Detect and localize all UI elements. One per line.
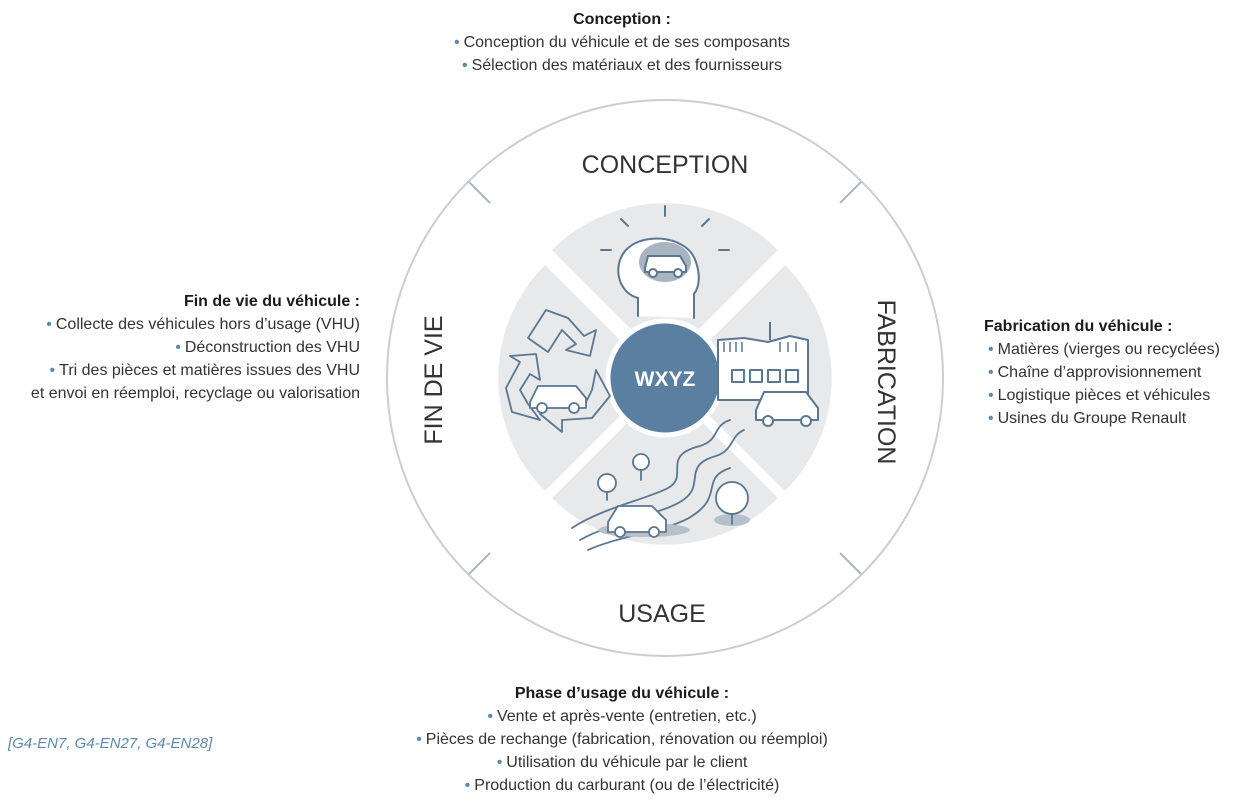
- list-item: •Production du carburant (ou de l’électr…: [464, 777, 780, 794]
- reference-note: [G4-EN7, G4-EN27, G4-EN28]: [8, 735, 213, 752]
- list-item: •Pièces de rechange (fabrication, rénova…: [416, 731, 828, 748]
- list-item: •Tri des pièces et matières issues des V…: [49, 362, 360, 379]
- conception-title: Conception :: [573, 11, 671, 28]
- list-item: •Matières (vierges ou recyclées): [988, 341, 1220, 358]
- ring-label-right: FABRICATION: [872, 300, 900, 465]
- bullet-icon: •: [988, 387, 994, 404]
- ring-label-left: FIN DE VIE: [420, 315, 448, 444]
- ring-label-top: CONCEPTION: [582, 151, 749, 179]
- recycle-car-icon: [505, 309, 611, 433]
- manufacturing-title: Fabrication du véhicule :: [984, 318, 1173, 335]
- list-item: •Logistique pièces et véhicules: [988, 387, 1211, 404]
- list-item-continuation: et envoi en réemploi, recyclage ou valor…: [30, 385, 360, 402]
- usage-list: •Vente et après-vente (entretien, etc.) …: [362, 705, 882, 797]
- ring-dividers: [468, 181, 862, 575]
- list-item: •Déconstruction des VHU: [175, 339, 360, 356]
- manufacturing-block: Fabrication du véhicule : •Matières (vie…: [984, 315, 1244, 430]
- bullet-icon: •: [988, 341, 994, 358]
- list-item: •Collecte des véhicules hors d’usage (VH…: [46, 316, 360, 333]
- end-of-life-title: Fin de vie du véhicule :: [183, 293, 360, 310]
- bullet-icon: •: [175, 339, 181, 356]
- bullet-icon: •: [453, 34, 460, 51]
- bullet-icon: •: [496, 754, 503, 771]
- conception-list: •Conception du véhicule et de ses compos…: [422, 31, 822, 77]
- bullet-icon: •: [988, 410, 994, 427]
- usage-block: Phase d’usage du véhicule : •Vente et ap…: [362, 682, 882, 797]
- conception-block: Conception : •Conception du véhicule et …: [422, 8, 822, 77]
- list-item: •Vente et après-vente (entretien, etc.): [487, 708, 757, 725]
- bullet-icon: •: [464, 777, 471, 794]
- center-label: WXYZ: [635, 368, 696, 391]
- list-item: •Conception du véhicule et de ses compos…: [453, 34, 791, 51]
- list-item: •Chaîne d’approvisionnement: [988, 364, 1202, 381]
- usage-title: Phase d’usage du véhicule :: [514, 685, 730, 702]
- bullet-icon: •: [462, 57, 468, 74]
- bullet-icon: •: [46, 316, 52, 333]
- bullet-icon: •: [49, 362, 56, 379]
- list-item: •Sélection des matériaux et des fourniss…: [462, 57, 782, 74]
- road-car-icon: [571, 419, 750, 551]
- ring-label-bottom: USAGE: [618, 600, 706, 628]
- bullet-icon: •: [988, 364, 994, 381]
- list-item: •Utilisation du véhicule par le client: [496, 754, 748, 771]
- end-of-life-list: •Collecte des véhicules hors d’usage (VH…: [0, 313, 360, 405]
- end-of-life-block: Fin de vie du véhicule : •Collecte des v…: [0, 290, 360, 405]
- head-idea-car-icon: [600, 205, 730, 319]
- bullet-icon: •: [487, 708, 493, 725]
- manufacturing-list: •Matières (vierges ou recyclées) •Chaîne…: [984, 338, 1244, 430]
- factory-car-icon: [717, 322, 819, 427]
- list-item: •Usines du Groupe Renault: [988, 410, 1187, 427]
- bullet-icon: •: [416, 731, 422, 748]
